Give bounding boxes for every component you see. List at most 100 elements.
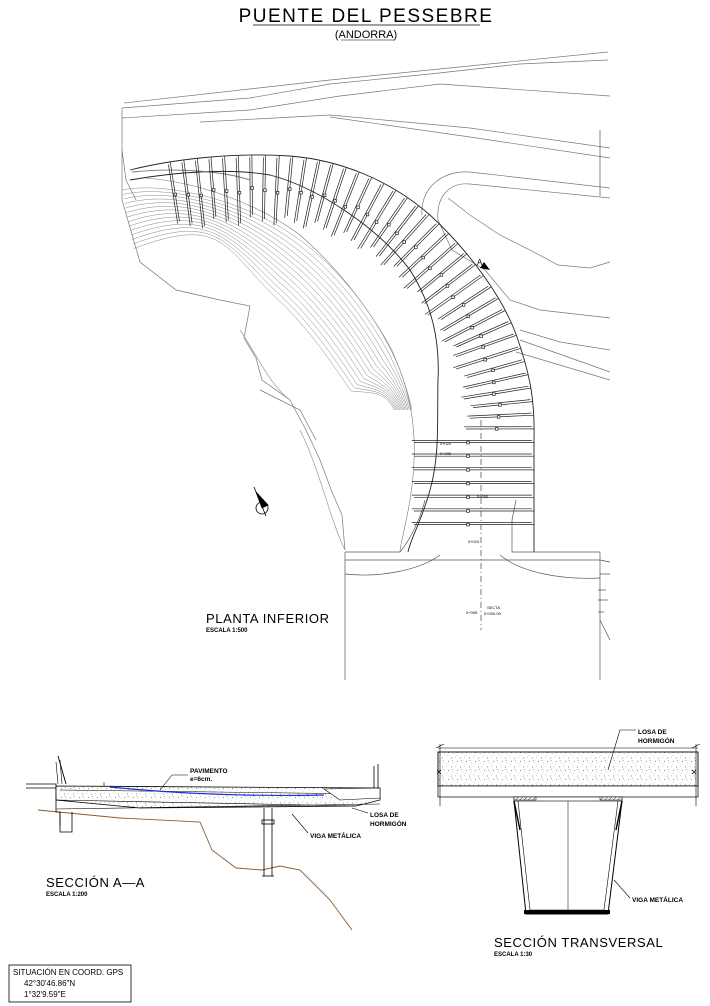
beam [403,243,459,289]
beam [463,426,535,431]
section-arrow-icon [480,262,490,270]
beam [417,253,468,293]
plan-annotations: 0+020 0+030 0+010 0+000 0+005 SECTA 0+00… [206,258,502,634]
drawing-subtitle: (ANDORRA) [335,29,397,41]
contour-line [121,187,413,411]
beam [411,522,534,527]
contour-line [132,231,397,411]
section-transversal: LOSA DE HORMIGÓN VIGA METÁLICA SECCIÓN T… [435,729,701,958]
contour-line [123,195,410,411]
section-aa: PAVIMENTO e=6cm. LOSA DE HORMIGÓN VIGA M… [26,755,407,931]
road-top [121,51,611,196]
bridge-deck [129,154,535,553]
pavement-layer [109,786,325,797]
viga-label: VIGA METÁLICA [310,831,361,840]
beam [208,156,217,220]
beam [273,155,280,226]
radial-beams [168,154,535,527]
beam [437,285,492,320]
section-aa-label: SECCIÓN A—A [46,875,145,890]
contour-line [124,198,409,411]
beam [440,297,499,332]
beam [441,309,506,343]
contour-line [126,206,406,411]
road-right [421,171,611,381]
beam [302,160,321,229]
beam [314,163,334,223]
beam [357,190,397,250]
beam [463,372,529,390]
beam [464,359,525,378]
beam [470,399,533,408]
espesor-label: e=6cm. [190,776,212,783]
pavimento-label: PAVIMENTO [190,768,228,775]
beam [424,274,484,316]
beam [343,177,373,234]
beam [181,159,193,226]
beam [411,481,534,486]
leaders-transversal [607,729,636,899]
beam [249,154,254,218]
beam [411,453,534,458]
contour-line [127,209,405,411]
beam [235,155,242,226]
beam [467,412,534,419]
losa-label: LOSA DE [370,812,399,819]
hormigon-label: HORMIGÓN [370,819,407,828]
beam [350,183,385,241]
gps-heading: SITUACIÓN EN COORD. GPS [13,968,123,977]
contour-line [125,202,407,411]
contour-line [131,227,398,411]
plan-view-scale: ESCALA 1:500 [206,628,248,634]
beam [195,158,205,229]
north-arrow-icon [253,486,269,517]
beam [261,154,267,222]
drawing-title: PUENTE DEL PESSEBRE [239,6,494,27]
contour-line [128,213,403,411]
station-label: 0+020 [440,441,452,446]
beam [330,171,360,237]
pier [261,808,275,877]
station-label: 0+005 [466,610,478,615]
beam [453,346,521,370]
terrain-profile [37,809,353,931]
deck-aa [55,764,381,810]
beam [421,263,476,304]
terrain-left [121,108,346,551]
beam [411,494,534,499]
plan-view-label: PLANTA INFERIOR [206,611,330,626]
beam [398,233,449,278]
losa-label: LOSA DE [638,729,667,736]
abutment-left [26,755,73,833]
section-transversal-label: SECCIÓN TRANSVERSAL [494,935,663,950]
beam [284,156,294,219]
beam [322,167,347,230]
beam [453,321,512,348]
contour-line [129,216,402,411]
contour-line [122,191,411,411]
title-block: PUENTE DEL PESSEBRE (ANDORRA) [239,6,494,41]
plan-view [121,51,611,680]
beam [293,157,307,224]
viga-label: VIGA METÁLICA [632,895,683,904]
steel-box-beam [513,796,623,915]
beam [375,205,419,257]
station-label: 0+030 [440,451,452,456]
station-label: 0+010 [468,539,480,544]
section-aa-scale: ESCALA 1:200 [46,892,88,898]
beam [370,197,408,248]
beam [461,385,531,400]
beam [393,223,440,267]
gps-latitude: 42°30'46.86"N [24,979,75,988]
contour-line [130,223,399,411]
secta-value: 0+000.00 [484,611,502,616]
secta-label: SECTA [487,605,500,610]
section-transversal-scale: ESCALA 1:30 [494,952,533,958]
hormigon-label: HORMIGÓN [638,736,675,745]
leaders-aa [159,774,369,834]
abutment [344,420,611,680]
section-mark-a: A [477,258,483,267]
contour-lines [121,187,413,411]
beam [453,333,517,358]
